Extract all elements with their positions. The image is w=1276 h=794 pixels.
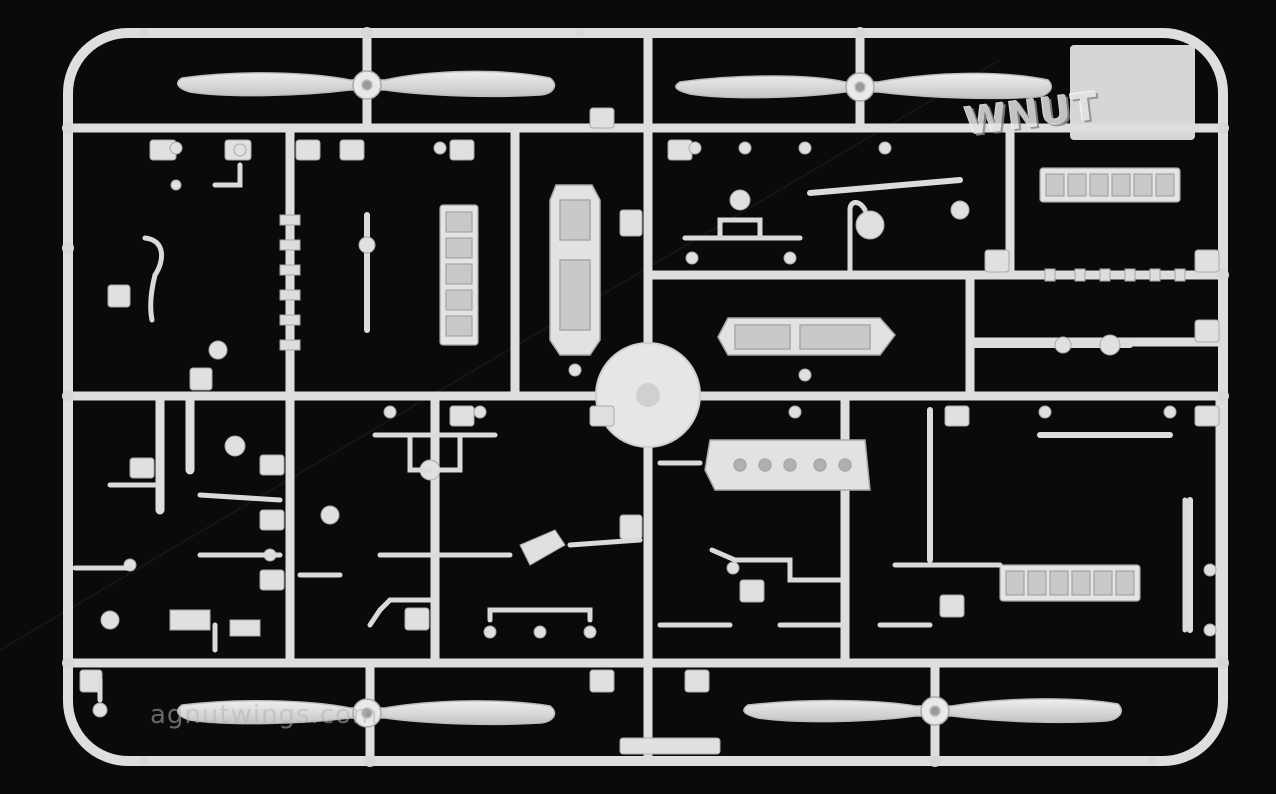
center-hub <box>636 383 660 407</box>
gear-lever <box>519 529 566 566</box>
corner-tab <box>1070 45 1195 140</box>
cylinder-rows <box>439 167 1181 602</box>
watermark: agnutwings.com <box>150 700 378 730</box>
crank-throws <box>279 214 1186 351</box>
small-parts <box>79 107 1220 755</box>
watermark-text: agnutwings.com <box>150 700 379 730</box>
vertical-runners <box>155 28 1225 766</box>
propellers <box>177 70 1122 728</box>
background-shadow-line <box>0 59 1001 651</box>
engine-housings <box>549 184 896 491</box>
frame-knobs <box>62 27 1229 767</box>
comb-part-2 <box>229 619 261 637</box>
curved-parts <box>72 162 1188 703</box>
comb-part-1 <box>169 609 211 631</box>
